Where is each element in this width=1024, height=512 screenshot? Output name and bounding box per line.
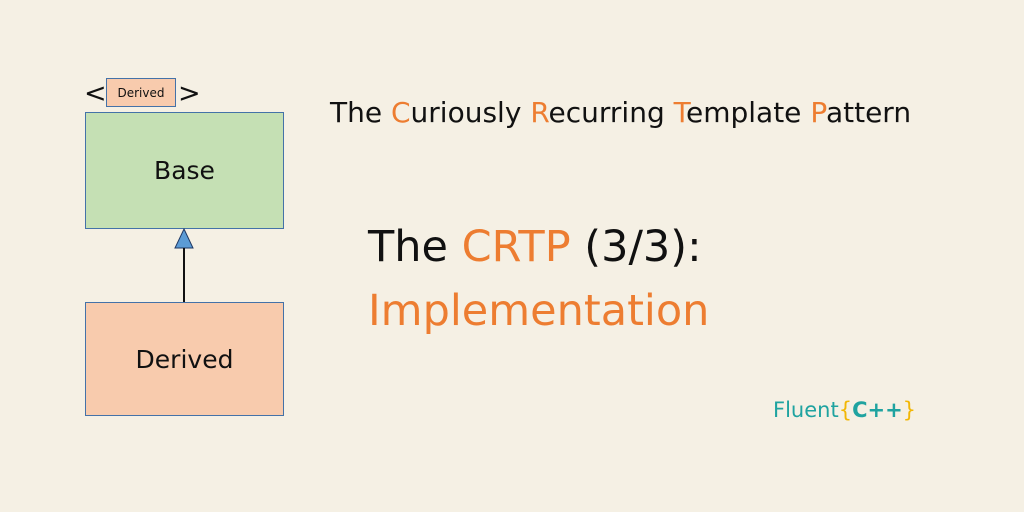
main-title: The CRTP (3/3): [368, 218, 702, 276]
logo-brace-open: { [838, 398, 853, 422]
pattern-title: The Curiously Recurring Template Pattern [330, 95, 911, 131]
derived-class-box: Derived [85, 302, 284, 416]
pattern-title-letter: C [390, 96, 411, 129]
base-class-label: Base [154, 156, 215, 185]
template-open-bracket: < [84, 78, 107, 109]
fluent-cpp-logo: Fluent{C++} [773, 396, 916, 424]
pattern-title-part: The [330, 96, 391, 129]
pattern-title-letter: R [530, 96, 549, 129]
pattern-title-part: emplate [685, 96, 811, 129]
inheritance-arrowhead [174, 227, 194, 249]
pattern-title-letter: T [673, 96, 686, 129]
base-class-box: Base [85, 112, 284, 229]
logo-lang: C++ [852, 398, 903, 422]
logo-brace-close: } [902, 398, 917, 422]
main-title-highlight: CRTP [461, 222, 571, 272]
derived-class-label: Derived [135, 344, 234, 374]
main-title-prefix: The [368, 222, 462, 272]
pattern-title-part: ecurring [548, 96, 674, 129]
logo-word: Fluent [773, 398, 839, 422]
template-parameter-label: Derived [117, 85, 165, 100]
inheritance-arrow [174, 227, 194, 302]
pattern-title-part: uriously [410, 96, 531, 129]
template-close-bracket: > [178, 78, 201, 109]
pattern-title-part: attern [825, 96, 912, 129]
pattern-title-letter: P [810, 96, 826, 129]
template-parameter-box: Derived [106, 78, 176, 107]
main-title-suffix: (3/3): [570, 222, 702, 272]
main-subtitle: Implementation [368, 286, 710, 336]
